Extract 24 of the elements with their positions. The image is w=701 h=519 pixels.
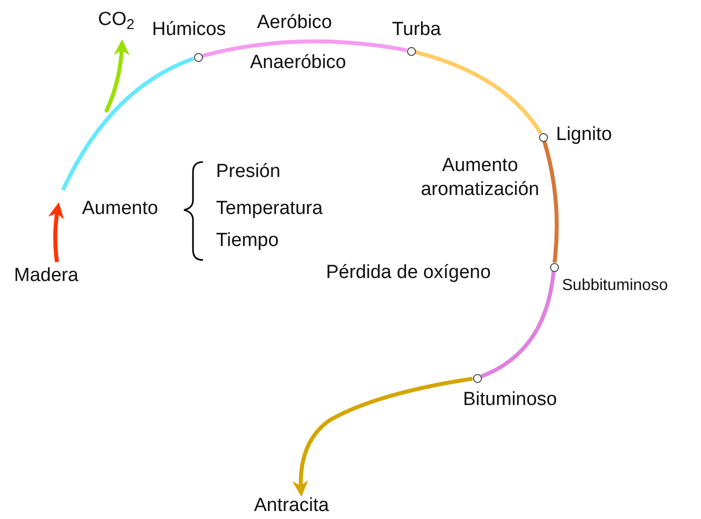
stage-label: Turba [392,18,441,42]
arrow [104,39,130,113]
curve-segment [480,271,556,378]
stage-label: Subbituminoso [562,276,668,296]
stage-label: Húmicos [152,18,226,42]
arrow [48,202,64,262]
stage-label: Lignito [556,123,612,147]
process-label: Aumento aromatización [420,154,540,202]
curve-segment [414,50,542,134]
curve-segment [542,140,559,263]
process-label: Tiempo [216,229,279,253]
stage-label: Madera [14,264,78,288]
arrow [292,376,473,497]
curve-segment [61,56,194,191]
stage-label: Antracita [254,494,329,518]
process-label: Anaeróbico [250,51,346,75]
stage-label: CO$_{2}$ [98,8,134,32]
curve-segment [202,39,407,58]
process-label: Aumento [82,197,158,221]
process-label: Aeróbico [257,11,332,35]
process-label: Pérdida de oxígeno [326,261,491,285]
stage-label: Bituminoso [463,388,557,412]
process-label: Temperatura [216,197,323,221]
process-label: Presión [216,160,280,184]
